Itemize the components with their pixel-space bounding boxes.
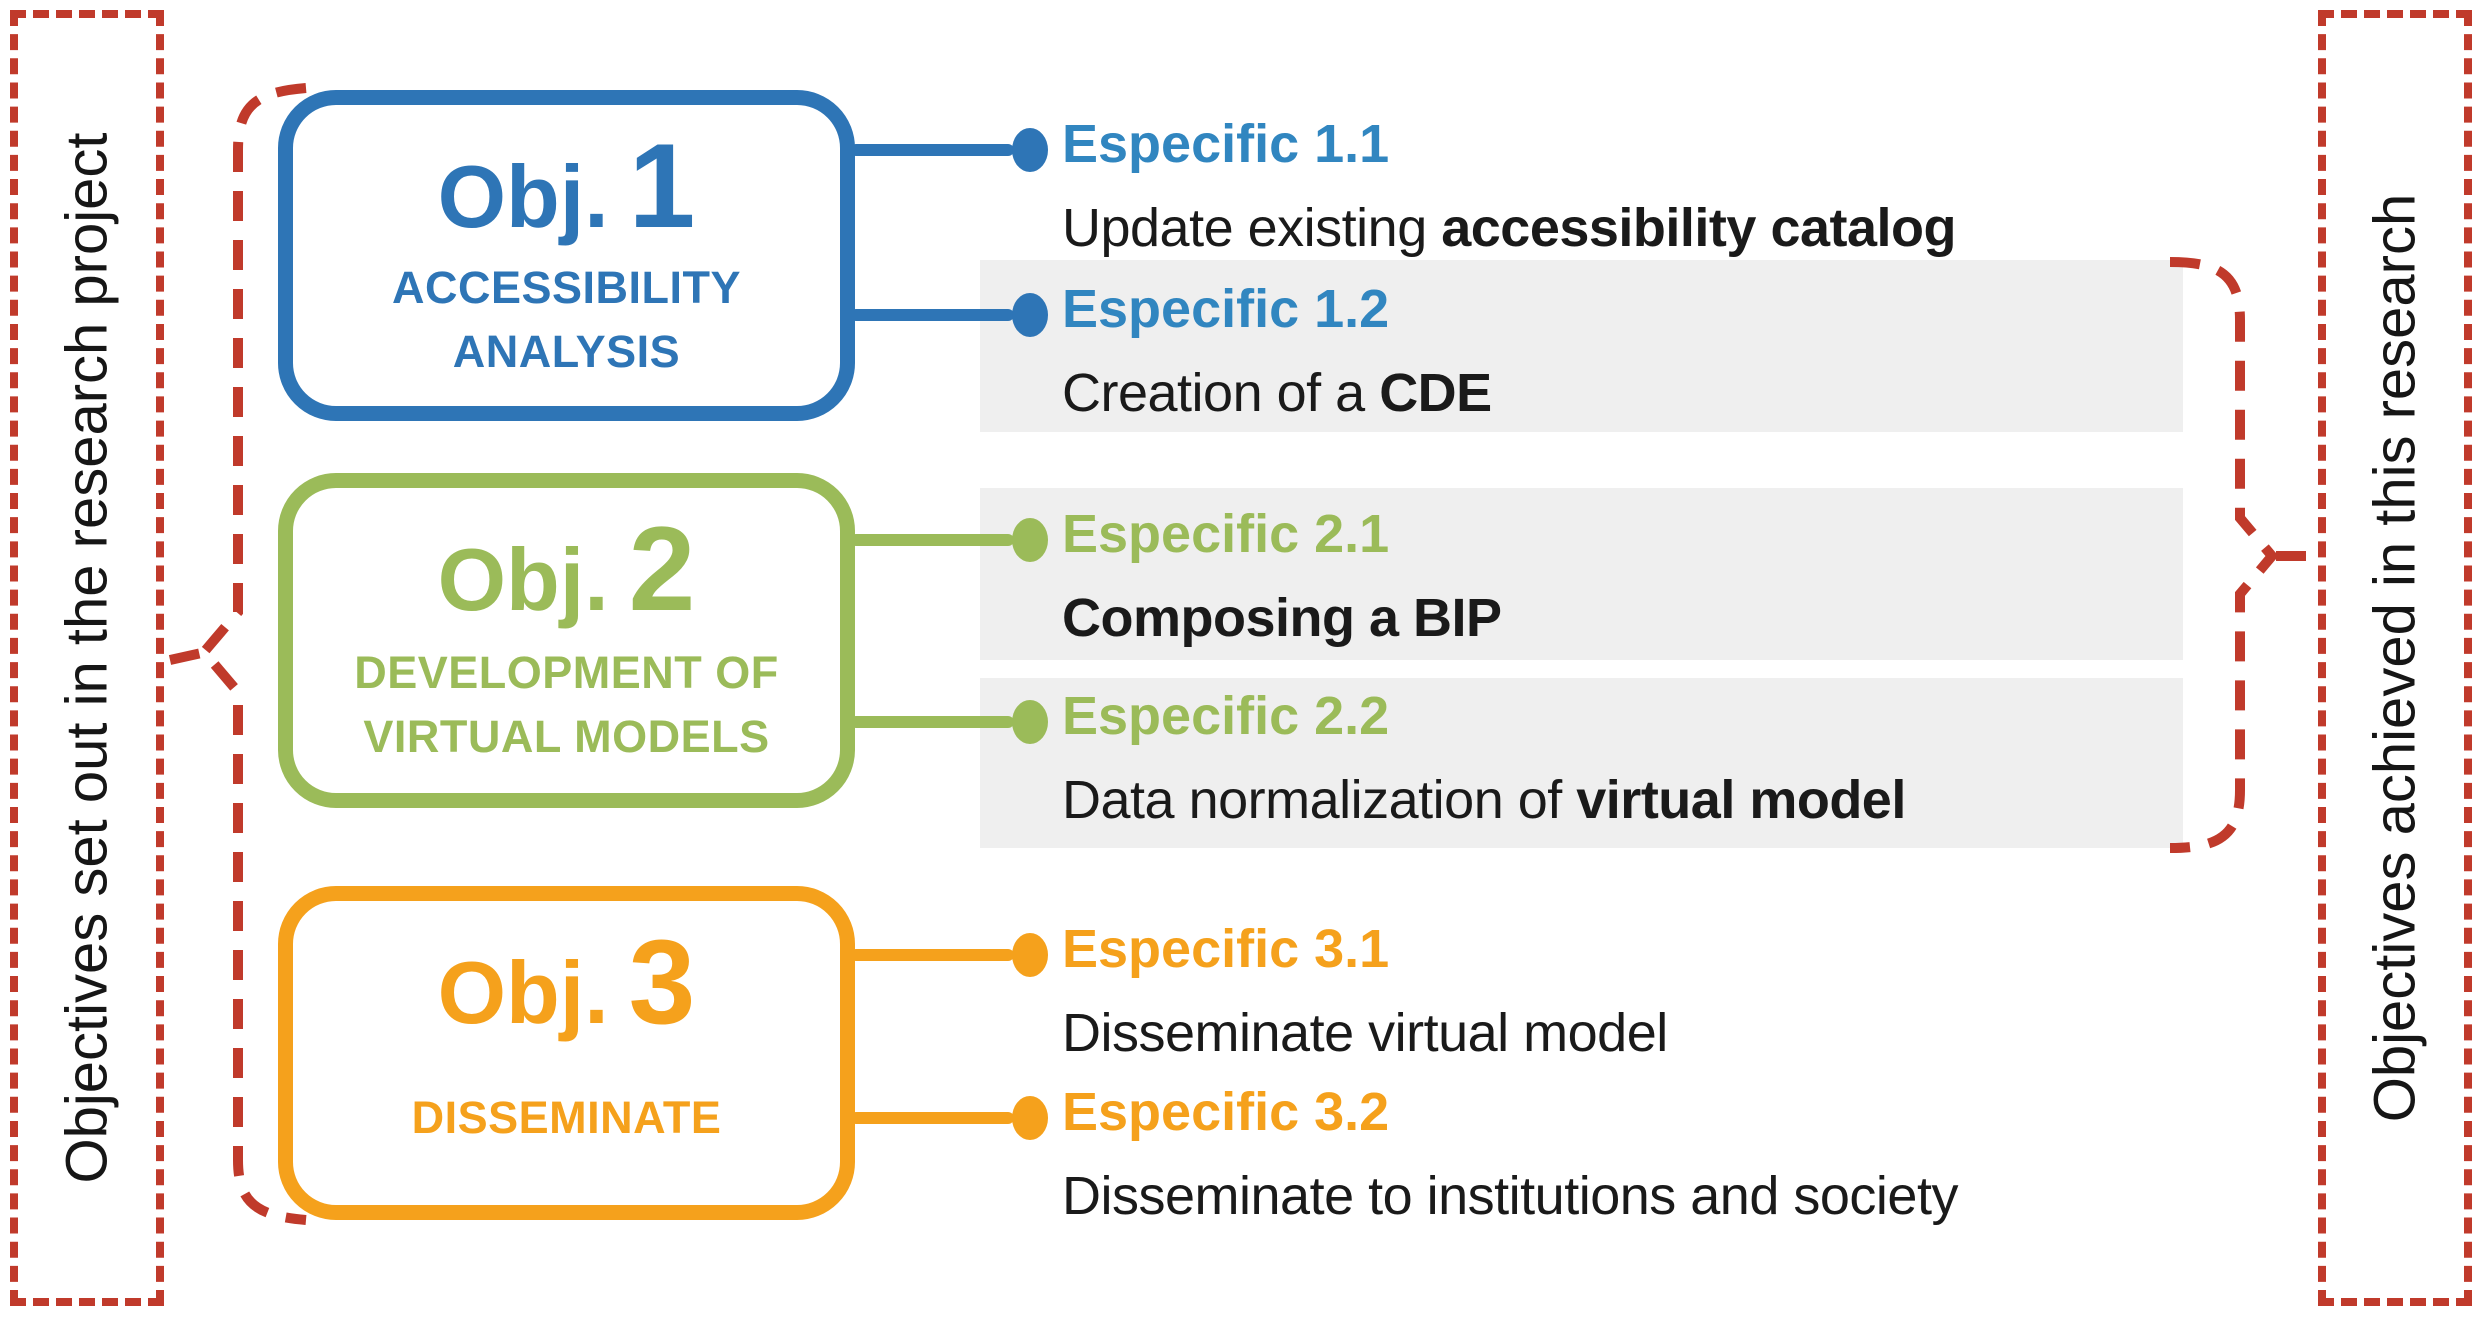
objective-3-title: Obj.3 [293,901,840,1094]
connector-dot-1-2 [1012,293,1048,337]
connector-dot-3-2 [1012,1096,1048,1140]
highlight-block-especific-2-2 [980,678,2183,848]
specific-desc-2-2: Data normalization of virtual model [1062,762,1906,838]
specific-desc-2-1-bold: Composing a BIP [1062,588,1502,648]
highlight-block-especific-1-2 [980,260,2183,432]
specific-label-3-2: Especific 3.2 [1062,1082,1390,1142]
objective-1-subtitle: ACCESSIBILITY ANALYSIS [391,262,742,378]
connector-dot-2-2 [1012,700,1048,744]
specific-desc-1-1-bold: accessibility catalog [1441,198,1956,258]
specific-label-1-2: Especific 1.2 [1062,279,1390,339]
specific-desc-1-1: Update existing accessibility catalog [1062,190,1956,266]
specific-label-2-1: Especific 2.1 [1062,504,1390,564]
connector-line-1-2 [850,309,1014,321]
objective-2-subtitle: DEVELOPMENT OF VIRTUAL MODELS [354,647,779,763]
specific-desc-3-1-regular: Disseminate virtual model [1062,1003,1668,1063]
objective-1-prefix: Obj. [437,147,609,246]
left-objectives-panel: Objectives set out in the research proje… [10,10,164,1306]
connector-dot-1-1 [1012,128,1048,172]
connector-dot-2-1 [1012,518,1048,562]
objective-box-1: Obj.1 ACCESSIBILITY ANALYSIS [278,90,855,421]
left-panel-label: Objectives set out in the research proje… [54,132,120,1184]
objective-box-2: Obj.2 DEVELOPMENT OF VIRTUAL MODELS [278,473,855,808]
specific-desc-3-1: Disseminate virtual model [1062,995,1668,1071]
specific-label-1-1: Especific 1.1 [1062,114,1390,174]
objective-3-prefix: Obj. [437,943,609,1042]
objective-box-3: Obj.3 DISSEMINATE [278,886,855,1220]
specific-desc-2-2-regular: Data normalization of [1062,770,1577,830]
specific-desc-3-2-regular: Disseminate to institutions and society [1062,1166,1958,1226]
specific-desc-1-2-bold: CDE [1379,363,1492,423]
objective-3-subtitle: DISSEMINATE [411,1092,722,1144]
objective-2-prefix: Obj. [437,530,609,629]
objective-2-number: 2 [628,502,696,636]
specific-desc-1-2: Creation of a CDE [1062,355,1492,431]
objective-2-title: Obj.2 [293,488,840,681]
connector-line-3-2 [850,1112,1014,1124]
connector-line-3-1 [850,949,1014,961]
connector-dot-3-1 [1012,933,1048,977]
specific-label-2-2: Especific 2.2 [1062,686,1390,746]
specific-label-3-1: Especific 3.1 [1062,919,1390,979]
specific-desc-2-1: Composing a BIP [1062,580,1502,656]
specific-desc-1-1-regular: Update existing [1062,198,1442,258]
right-objectives-panel: Objectives achieved in this research [2318,10,2472,1306]
left-brace-connector [168,647,208,665]
highlight-block-especific-2-1 [980,488,2183,660]
specific-desc-1-2-regular: Creation of a [1062,363,1380,423]
right-brace [2169,257,2279,853]
objective-1-number: 1 [628,119,696,253]
specific-desc-2-2-bold: virtual model [1576,770,1906,830]
connector-line-1-1 [850,144,1014,156]
connector-line-2-1 [850,534,1014,546]
connector-line-2-2 [850,716,1014,728]
objective-3-number: 3 [628,915,696,1049]
specific-desc-3-2: Disseminate to institutions and society [1062,1158,1958,1234]
objective-1-title: Obj.1 [293,105,840,298]
right-panel-label: Objectives achieved in this research [2362,193,2428,1123]
